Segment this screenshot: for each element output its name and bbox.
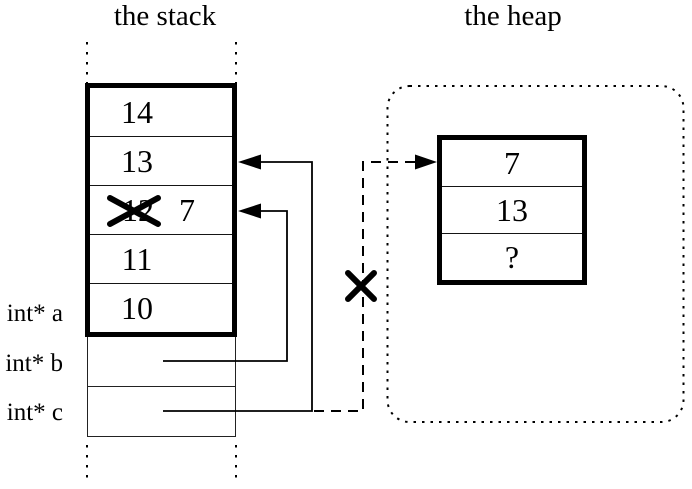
pointer-label-b: int* b (5, 350, 63, 377)
stack-cell-value: 14 (121, 93, 153, 130)
stack-bottom-dotted-guides (86, 445, 237, 484)
heap-title: the heap (464, 0, 562, 32)
stack-cell-value: 11 (121, 240, 153, 277)
stack-cell-13: 13 (90, 136, 232, 185)
pointer-label-a: int* a (6, 300, 63, 327)
stack-cell-value: 10 (121, 289, 153, 326)
pointer-label-c: int* c (6, 399, 63, 426)
heap-cell-value: 7 (504, 144, 520, 181)
heap-pointer-arrowhead-icon (415, 154, 437, 170)
heap-cell-unknown: ? (442, 233, 582, 280)
heap-cell-value: 13 (496, 191, 528, 228)
stack-cell-14: 14 (90, 88, 232, 136)
cross-out-heap-pointer-icon (345, 270, 377, 302)
stack-title: the stack (113, 0, 217, 32)
pointer-b-arrowhead-icon (238, 203, 261, 219)
heap-cell-7: 7 (442, 140, 582, 186)
stack-top-dotted-guides (86, 42, 237, 83)
stack-frame-box: 14 13 12 7 11 10 (85, 83, 237, 337)
pointer-c-arrowhead-icon (238, 154, 261, 170)
pointer-variable-slots (87, 337, 236, 437)
stack-cell-10: 10 (90, 283, 232, 332)
dangling-heap-pointer-dashed-line (314, 161, 418, 412)
pointer-slot-b (88, 337, 235, 386)
stack-cell-11: 11 (90, 234, 232, 283)
stack-cell-new-value: 7 (179, 191, 195, 228)
heap-cell-13: 13 (442, 186, 582, 233)
stack-cell-old-value: 12 (122, 191, 154, 228)
stack-cell-value: 13 (121, 142, 153, 179)
stack-cell-overwritten: 12 7 (90, 185, 232, 234)
heap-object-box: 7 13 ? (437, 135, 587, 285)
heap-cell-value: ? (504, 238, 520, 275)
pointer-slot-c (88, 386, 235, 436)
